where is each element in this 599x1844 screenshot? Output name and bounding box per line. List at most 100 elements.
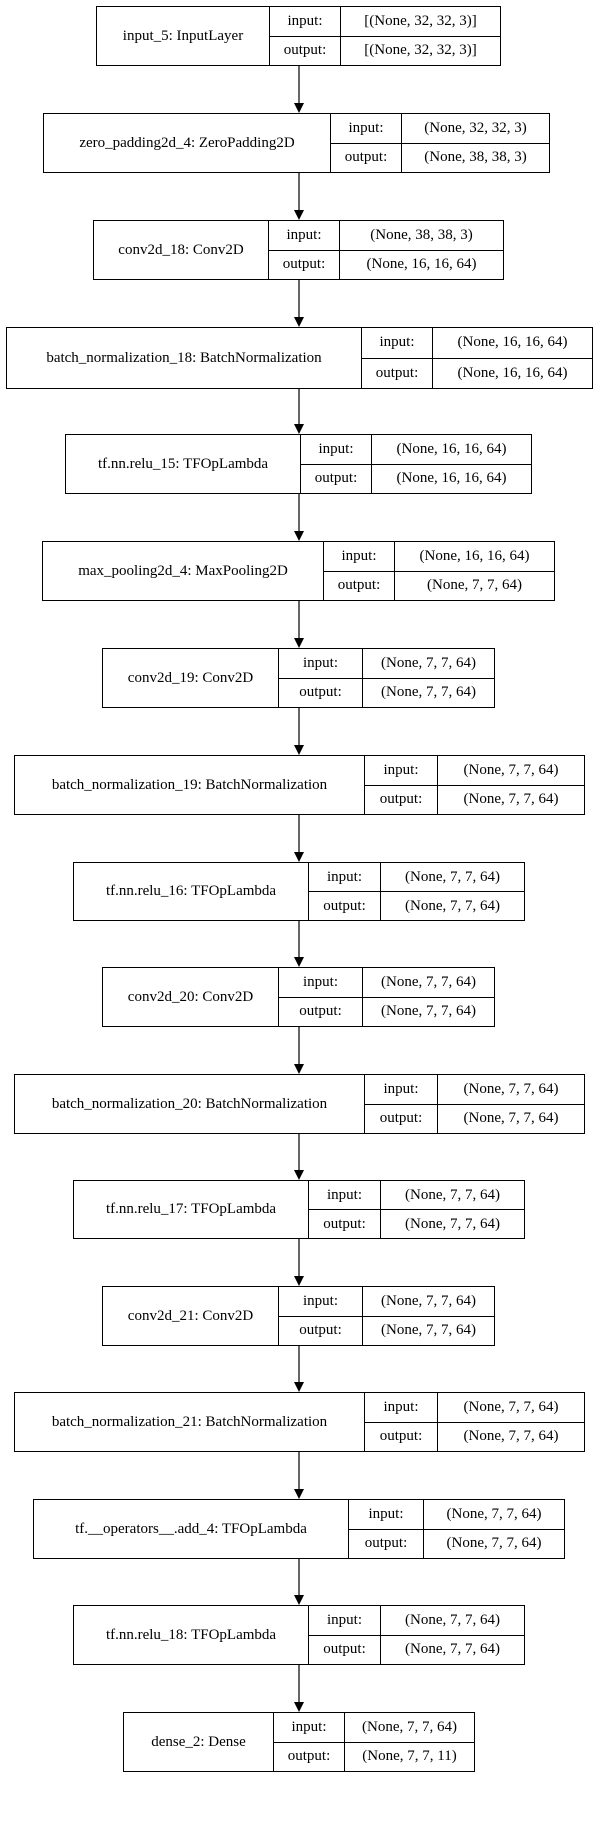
output-row: output: (None, 38, 38, 3): [331, 142, 549, 172]
edge-arrowhead: [294, 531, 304, 541]
output-row: output: (None, 7, 7, 64): [309, 1209, 524, 1238]
output-label: output:: [324, 571, 395, 600]
input-label: input:: [365, 1075, 438, 1104]
layer-name: batch_normalization_19: BatchNormalizati…: [15, 756, 365, 814]
input-shape: (None, 7, 7, 64): [463, 1398, 559, 1415]
input-shape: (None, 7, 7, 64): [381, 1292, 476, 1309]
layer-name: zero_padding2d_4: ZeroPadding2D: [44, 114, 331, 172]
input-label: input:: [279, 649, 363, 678]
output-row: output:(None, 7, 7, 64): [309, 891, 524, 920]
layer-name: dense_2: Dense: [124, 1713, 274, 1771]
output-shape: (None, 7, 7, 64): [405, 1215, 500, 1232]
input-label: input:: [365, 1393, 438, 1422]
input-row: input: (None, 16, 16, 64): [324, 542, 554, 571]
output-label: output:: [362, 358, 433, 388]
input-shape: (None, 7, 7, 64): [405, 1186, 500, 1203]
input-label: input:: [274, 1713, 345, 1742]
input-shape: (None, 7, 7, 64): [381, 654, 476, 671]
input-shape: (None, 16, 16, 64): [419, 547, 530, 564]
input-shape: [(None, 32, 32, 3)]: [364, 12, 477, 29]
layer-name: conv2d_19: Conv2D: [103, 649, 279, 707]
output-label: output:: [365, 785, 438, 814]
output-label: output:: [279, 1316, 363, 1345]
input-label: input:: [331, 114, 402, 143]
output-label: output:: [365, 1104, 438, 1133]
output-label: output:: [365, 1422, 438, 1451]
output-shape: (None, 7, 7, 64): [463, 1110, 559, 1127]
output-row: output: (None, 7, 7, 64): [365, 1103, 584, 1133]
layer-node-batch-normalization-19: batch_normalization_19: BatchNormalizati…: [14, 755, 585, 815]
output-shape: (None, 7, 7, 64): [381, 1322, 476, 1339]
output-shape: (None, 16, 16, 64): [457, 364, 568, 381]
output-row: output: (None, 16, 16, 64): [362, 357, 592, 388]
output-label: output:: [274, 1742, 345, 1771]
input-label: input:: [362, 328, 433, 358]
output-label: output:: [349, 1529, 424, 1558]
layer-name: conv2d_21: Conv2D: [103, 1287, 279, 1345]
edge-arrowhead: [294, 1489, 304, 1499]
input-label: input:: [349, 1500, 424, 1529]
edge-arrowhead: [294, 1702, 304, 1712]
input-row: input:(None, 7, 7, 64): [279, 968, 494, 997]
layer-name: batch_normalization_21: BatchNormalizati…: [15, 1393, 365, 1451]
output-label: output:: [279, 997, 363, 1026]
layer-node-batch-normalization-20: batch_normalization_20: BatchNormalizati…: [14, 1074, 585, 1134]
input-shape: (None, 38, 38, 3): [370, 226, 473, 243]
output-shape: (None, 38, 38, 3): [424, 149, 527, 166]
edge-arrowhead: [294, 1064, 304, 1074]
input-label: input:: [270, 7, 341, 36]
layer-name: input_5: InputLayer: [97, 7, 270, 65]
input-row: input: (None, 7, 7, 64): [365, 1393, 584, 1422]
input-row: input:(None, 7, 7, 64): [349, 1500, 564, 1529]
input-row: input:(None, 38, 38, 3): [269, 221, 503, 250]
input-shape: (None, 7, 7, 64): [463, 1080, 559, 1097]
output-row: output:[(None, 32, 32, 3)]: [270, 35, 500, 65]
output-shape: (None, 16, 16, 64): [366, 256, 477, 273]
layer-node-batch-normalization-18: batch_normalization_18: BatchNormalizati…: [6, 327, 593, 389]
layer-name: conv2d_18: Conv2D: [94, 221, 269, 279]
input-row: input:(None, 16, 16, 64): [301, 435, 531, 464]
edge-arrowhead: [294, 1595, 304, 1605]
output-shape: (None, 7, 7, 64): [381, 1003, 476, 1020]
edge-arrowhead: [294, 1276, 304, 1286]
output-label: output:: [269, 250, 340, 279]
input-row: input: (None, 32, 32, 3): [331, 114, 549, 143]
output-row: output:(None, 16, 16, 64): [301, 463, 531, 493]
layer-name: tf.nn.relu_15: TFOpLambda: [66, 435, 301, 493]
input-shape: (None, 32, 32, 3): [424, 119, 527, 136]
edge-arrowhead: [294, 1382, 304, 1392]
layer-name: max_pooling2d_4: MaxPooling2D: [43, 542, 324, 600]
input-row: input:(None, 7, 7, 64): [309, 863, 524, 891]
output-row: output: (None, 7, 7, 64): [324, 570, 554, 600]
output-shape: (None, 7, 7, 64): [427, 577, 522, 594]
output-shape: (None, 7, 7, 64): [381, 684, 476, 701]
output-label: output:: [309, 1635, 381, 1664]
output-label: output:: [309, 1210, 381, 1238]
output-label: output:: [279, 678, 363, 707]
output-row: output: (None, 7, 7, 64): [279, 996, 494, 1026]
edge-arrowhead: [294, 745, 304, 755]
output-row: output: (None, 7, 7, 64): [365, 784, 584, 814]
edge-arrowhead: [294, 424, 304, 434]
layer-name: tf.nn.relu_18: TFOpLambda: [74, 1606, 309, 1664]
input-label: input:: [324, 542, 395, 571]
input-shape: (None, 16, 16, 64): [457, 334, 568, 351]
edge-arrowhead: [294, 1170, 304, 1180]
input-row: input:(None, 7, 7, 64): [309, 1606, 524, 1635]
input-row: input: [(None, 32, 32, 3)]: [270, 7, 500, 36]
edge-arrowhead: [294, 317, 304, 327]
output-label: output:: [331, 143, 402, 172]
output-shape: (None, 7, 7, 64): [405, 1641, 500, 1658]
input-label: input:: [301, 435, 372, 464]
output-label: output:: [309, 892, 381, 920]
output-shape: (None, 7, 7, 64): [463, 791, 559, 808]
